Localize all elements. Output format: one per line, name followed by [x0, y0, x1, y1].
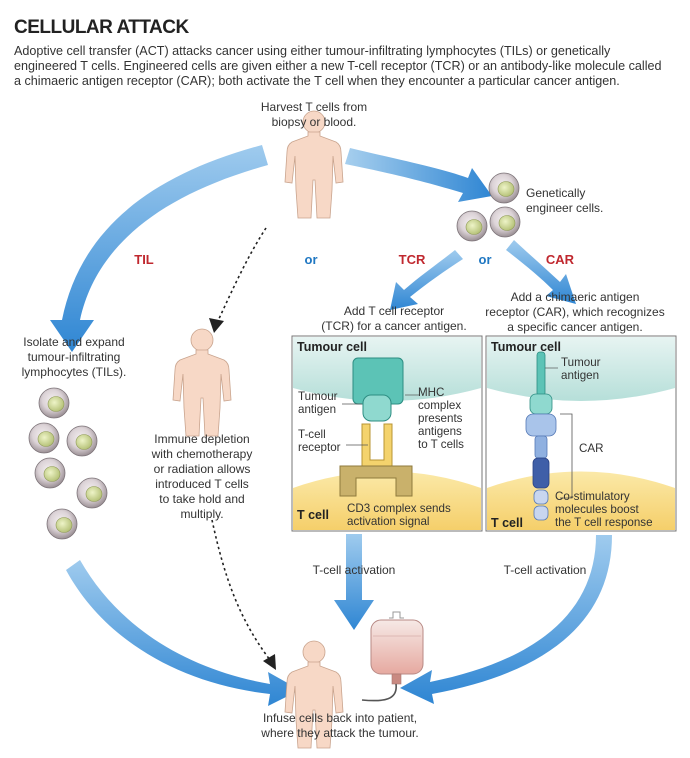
- tcr-activation-arrow: [334, 534, 374, 630]
- car-panel: [485, 335, 677, 532]
- costim-domain: [533, 505, 549, 521]
- costim-label: the T cell response: [555, 516, 653, 529]
- harvest-label: biopsy or blood.: [272, 115, 357, 129]
- intro-line: a chimaeric antigen receptor (CAR); both…: [14, 74, 620, 88]
- tcr-antigen-label: Tumour: [298, 390, 338, 403]
- figure-title: CELLULAR ATTACK: [14, 17, 190, 38]
- car-antigen-label: antigen: [561, 369, 599, 382]
- iv-tube: [361, 683, 397, 702]
- t-cell-icon: [456, 210, 488, 242]
- immune-label: or radiation allows: [154, 462, 251, 476]
- car-infuse-arrow: [400, 535, 612, 704]
- tcr-antigen-label: antigen: [298, 403, 336, 416]
- t-cell-icon: [34, 457, 66, 489]
- tcr-t-cell-label: T cell: [297, 508, 329, 522]
- immune-label: multiply.: [180, 507, 223, 521]
- genetic-label: engineer cells.: [526, 201, 603, 215]
- car-transmembrane: [532, 457, 550, 489]
- car-t-cell-label: T cell: [491, 516, 523, 530]
- add-car-label: Add a chimaeric antigen: [511, 290, 640, 304]
- til-cells: [28, 387, 108, 540]
- car-scfv-domain: [525, 413, 557, 437]
- t-cell-icon: [488, 172, 520, 204]
- harvest-label: Harvest T cells from: [261, 100, 367, 114]
- dashed-arrow-to-infusion: [211, 519, 271, 661]
- tcr-arrow: [390, 250, 463, 310]
- car-bracket-label: CAR: [579, 442, 603, 455]
- car-arrow: [506, 240, 576, 304]
- immune-label: Immune depletion: [154, 432, 249, 446]
- infusion-bag: [361, 611, 424, 702]
- tcr-receptor-label: T-cell: [298, 428, 326, 441]
- isolate-label: Isolate and expand: [23, 335, 124, 349]
- t-cell-icon: [28, 422, 60, 454]
- costim-label: molecules boost: [555, 503, 640, 516]
- genetic-label: Genetically: [526, 186, 585, 200]
- cd3-complex-shape: [339, 465, 413, 497]
- isolate-label: tumour-infiltrating: [28, 350, 121, 364]
- immune-depletion-text: Immune depletion with chemotherapy or ra…: [151, 432, 253, 521]
- dashed-arrow-to-depletion: [215, 227, 267, 326]
- patient-figure-middle: [172, 328, 232, 437]
- cd3-label: activation signal: [347, 515, 430, 528]
- engineer-arrow: [345, 148, 492, 202]
- cd3-label: CD3 complex sends: [347, 502, 451, 515]
- car-tumour-cell-label: Tumour cell: [491, 340, 561, 354]
- tcr-tumour-cell-label: Tumour cell: [297, 340, 367, 354]
- car-antigen-binding: [529, 393, 553, 415]
- intro-line: engineered T cells. Engineered cells are…: [14, 59, 662, 73]
- t-cell-icon: [46, 508, 78, 540]
- dashed-arrowhead: [263, 654, 276, 670]
- activation-label-car: T-cell activation: [504, 563, 587, 577]
- costim-domain: [533, 489, 549, 505]
- til-infuse-arrow: [66, 560, 300, 706]
- add-car-label: receptor (CAR), which recognizes: [485, 305, 664, 319]
- t-cell-icon: [38, 387, 70, 419]
- intro-line: Adoptive cell transfer (ACT) attacks can…: [14, 44, 611, 58]
- activation-label-tcr: T-cell activation: [313, 563, 396, 577]
- tumour-antigen-shape: [362, 394, 392, 422]
- add-tcr-label: Add T cell receptor: [344, 304, 444, 318]
- mhc-label: to T cells: [418, 438, 464, 451]
- t-cell-icon: [76, 477, 108, 509]
- mhc-label: MHC: [418, 386, 444, 399]
- mhc-label: antigens: [418, 425, 462, 438]
- car-antigen-label: Tumour: [561, 356, 601, 369]
- add-tcr-label: (TCR) for a cancer antigen.: [321, 319, 466, 333]
- til-arrow: [50, 145, 268, 352]
- dashed-arrowhead: [209, 318, 224, 333]
- tcr-receptor-label: receptor: [298, 441, 341, 454]
- costim-label: Co-stimulatory: [555, 490, 630, 503]
- tcr-panel: [291, 335, 483, 532]
- t-cell-icon: [66, 425, 98, 457]
- or-label: or: [479, 252, 492, 267]
- mhc-label: presents: [418, 412, 463, 425]
- add-car-label: a specific cancer antigen.: [507, 320, 642, 334]
- car-label: CAR: [546, 252, 575, 267]
- isolate-label: lymphocytes (TILs).: [22, 365, 127, 379]
- infuse-label: Infuse cells back into patient,: [263, 711, 417, 725]
- tcr-label: TCR: [399, 252, 426, 267]
- intro-text: Adoptive cell transfer (ACT) attacks can…: [14, 44, 662, 88]
- immune-label: introduced T cells: [155, 477, 249, 491]
- car-hinge: [534, 435, 548, 459]
- immune-label: to take hold and: [159, 492, 244, 506]
- immune-label: with chemotherapy: [151, 447, 253, 461]
- car-tumour-antigen: [536, 351, 546, 397]
- til-label: TIL: [134, 252, 154, 267]
- mhc-label: complex: [418, 399, 461, 412]
- t-cell-icon: [489, 206, 521, 238]
- infuse-label: where they attack the tumour.: [260, 726, 418, 740]
- or-label: or: [305, 252, 318, 267]
